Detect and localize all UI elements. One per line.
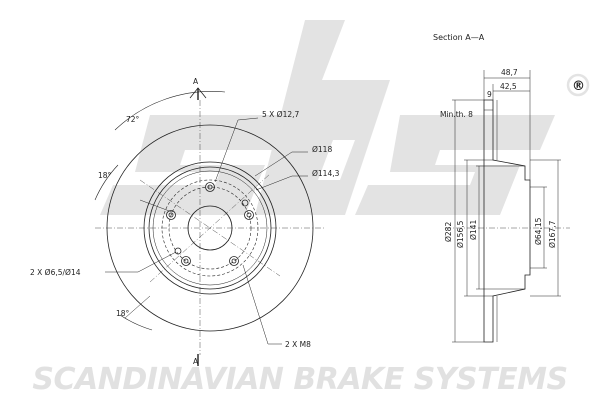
- width-hat-label: 42,5: [500, 82, 517, 91]
- angle-label-left: 18°: [98, 171, 112, 180]
- diameter-141-label: Ø141: [469, 220, 478, 240]
- thickness-label: 9: [487, 90, 492, 99]
- registered-mark: ®: [572, 79, 585, 94]
- section-marker-bottom: A: [193, 357, 199, 366]
- d1143-label: Ø114,3: [312, 169, 340, 178]
- min-thickness-label: Min.th. 8: [440, 110, 473, 119]
- diameter-center-label: Ø64,15: [534, 217, 543, 245]
- section-view: [445, 70, 570, 343]
- company-name: SCANDINAVIAN BRAKE SYSTEMS: [32, 362, 567, 397]
- section-title: Section A—A: [433, 33, 485, 42]
- angle-label-top: 72°: [126, 115, 140, 124]
- width-overall-label: 48,7: [501, 68, 518, 77]
- threads-label: 2 X M8: [285, 340, 311, 349]
- section-marker-top: A: [193, 77, 199, 86]
- sbs-logo-watermark: [100, 20, 590, 215]
- front-view: [94, 87, 325, 366]
- angle-label-bottom: 18°: [116, 309, 130, 318]
- bolt-holes: [166, 182, 254, 266]
- diameter-156-label: Ø156,5: [456, 220, 465, 248]
- pcd-label: Ø118: [312, 145, 332, 154]
- diameter-outer-label: Ø282: [444, 222, 453, 242]
- pin-holes-label: 2 X Ø6,5/Ø14: [30, 268, 81, 277]
- bolt-holes-label: 5 X Ø12,7: [262, 110, 300, 119]
- diameter-167-label: Ø167,7: [548, 220, 557, 248]
